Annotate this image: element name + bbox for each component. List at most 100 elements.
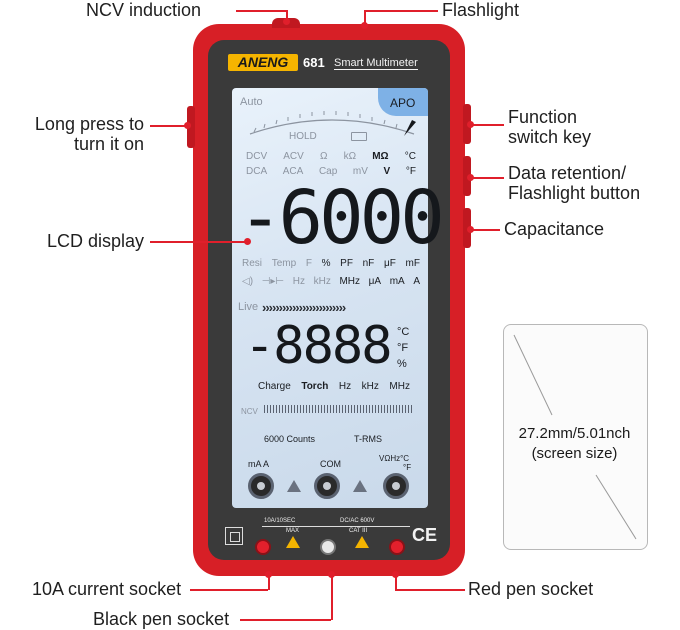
lcd-row-sub-units: Charge Torch Hz kHz MHz xyxy=(258,381,410,392)
callout-function-line2: switch key xyxy=(508,127,592,147)
callout-current-socket: 10A current socket xyxy=(32,579,182,599)
leader-line xyxy=(395,589,465,591)
live-bargraph: ››››››››››››››››››››››››› xyxy=(262,300,346,315)
lcd-trms: T-RMS xyxy=(354,434,382,444)
leader-dot xyxy=(467,226,474,233)
model-number: 681 xyxy=(303,55,325,70)
lcd-uf: μF xyxy=(383,258,396,269)
lcd-aca: ACA xyxy=(282,166,304,177)
power-side-button[interactable] xyxy=(187,106,195,148)
callout-flashlight: Flashlight xyxy=(442,0,520,20)
speaker-icon: ◁) xyxy=(242,276,254,287)
warning-jack-icon xyxy=(355,536,369,548)
diagonal-lines xyxy=(513,334,637,540)
sub-reading: -8888 xyxy=(244,316,393,376)
lcd-khz: kHz xyxy=(313,276,331,287)
sub-unit-f: °F xyxy=(397,342,409,354)
ce-mark: CE xyxy=(412,525,438,545)
lcd-acv: ACV xyxy=(283,151,304,162)
leader-line xyxy=(150,125,186,127)
lcd-socket-current-icon xyxy=(248,473,274,499)
square-symbol-inner xyxy=(230,532,240,542)
lcd-socket-com-icon xyxy=(314,473,340,499)
current-jack[interactable] xyxy=(255,539,271,555)
leader-line xyxy=(190,589,268,591)
lcd-f: F xyxy=(305,258,312,269)
warning-jack-icon xyxy=(286,536,300,548)
main-reading: -6000 xyxy=(238,175,445,261)
lcd-corner-highlight xyxy=(378,88,428,116)
lcd-hz: Hz xyxy=(292,276,305,287)
lcd-percent: % xyxy=(321,258,331,269)
socket-label-com: COM xyxy=(320,459,341,469)
max-label: MAX xyxy=(286,528,300,534)
lcd-a: A xyxy=(413,276,420,287)
socket-label-v2: °F xyxy=(403,463,412,472)
leader-line xyxy=(470,124,504,126)
lcd-mf: mF xyxy=(405,258,420,269)
sub-unit-percent: % xyxy=(397,358,407,370)
lcd-socket-v-icon xyxy=(383,473,409,499)
lcd-auto: Auto xyxy=(240,96,263,108)
socket-label-ma: mA A xyxy=(248,459,270,469)
screen-size-text: 27.2mm/5.01nch (screen size) xyxy=(503,424,646,464)
lcd-dcv: DCV xyxy=(246,151,268,162)
callout-ncv-induction: NCV induction xyxy=(86,0,202,20)
callout-capacitance: Capacitance xyxy=(504,219,605,239)
lcd-apo: APO xyxy=(390,96,416,110)
lcd-sub-hz: Hz xyxy=(338,381,352,392)
leader-line xyxy=(331,576,333,620)
lcd-mv: mV xyxy=(352,166,368,177)
lcd-ua: μA xyxy=(368,276,382,287)
lcd-mhz: MHz xyxy=(339,276,361,287)
leader-line xyxy=(470,229,500,231)
leader-line xyxy=(236,10,286,12)
lcd-row-functions-1: DCV ACV Ω kΩ MΩ °C xyxy=(246,151,416,162)
lcd-temp: Temp xyxy=(271,258,297,269)
leader-line xyxy=(395,576,397,590)
lcd-fahrenheit: °F xyxy=(405,166,416,177)
callout-data-retention-line2: Flashlight button xyxy=(508,183,641,203)
lcd-pf: PF xyxy=(340,258,353,269)
callout-data-retention-line1: Data retention/ xyxy=(508,163,627,183)
max-right-label: DC/AC 600V xyxy=(340,518,375,524)
lcd-counts: 6000 Counts xyxy=(264,434,316,444)
cat-label: CAT III xyxy=(349,528,368,534)
panel-bracket-line xyxy=(262,526,410,527)
red-pen-jack[interactable] xyxy=(389,539,405,555)
callout-long-press-line2: turn it on xyxy=(73,134,144,154)
lcd-cap: Cap xyxy=(318,166,338,177)
lcd-mohm: MΩ xyxy=(372,151,389,162)
lcd-ma: mA xyxy=(389,276,405,287)
lcd-row-units-2: ◁) ⊣▸⊢ Hz kHz MHz μA mA A xyxy=(242,276,420,287)
lcd-sub-khz: kHz xyxy=(361,381,379,392)
screen-size-caption: (screen size) xyxy=(531,445,618,462)
leader-line xyxy=(150,241,246,243)
leader-line xyxy=(470,177,504,179)
screen-size-panel xyxy=(503,324,648,550)
square-symbol-icon xyxy=(225,527,243,545)
leader-dot xyxy=(265,571,272,578)
lcd-kohm: kΩ xyxy=(343,151,357,162)
leader-dot xyxy=(361,22,368,29)
socket-label-v: VΩHz°C xyxy=(379,454,410,463)
leader-dot xyxy=(467,174,474,181)
leader-dot xyxy=(392,571,399,578)
brand-logo: ANENG xyxy=(228,54,298,71)
leader-line xyxy=(364,10,438,12)
analog-scale xyxy=(249,111,416,136)
battery-icon xyxy=(351,132,367,141)
lcd-live: Live xyxy=(238,301,259,313)
leader-line xyxy=(286,10,288,20)
lcd-nf: nF xyxy=(362,258,375,269)
callout-long-press-line1: Long press to xyxy=(34,114,144,134)
leader-line xyxy=(364,10,366,24)
lcd-row-units: Resi Temp F % PF nF μF mF xyxy=(242,258,420,269)
com-jack[interactable] xyxy=(320,539,336,555)
lcd-row-functions-2: DCA ACA Cap mV V °F xyxy=(246,166,416,177)
callout-red-pen: Red pen socket xyxy=(468,579,594,599)
leader-dot xyxy=(184,122,191,129)
lcd-dca: DCA xyxy=(246,166,268,177)
lcd-hold: HOLD xyxy=(289,131,317,142)
leader-dot xyxy=(328,571,335,578)
